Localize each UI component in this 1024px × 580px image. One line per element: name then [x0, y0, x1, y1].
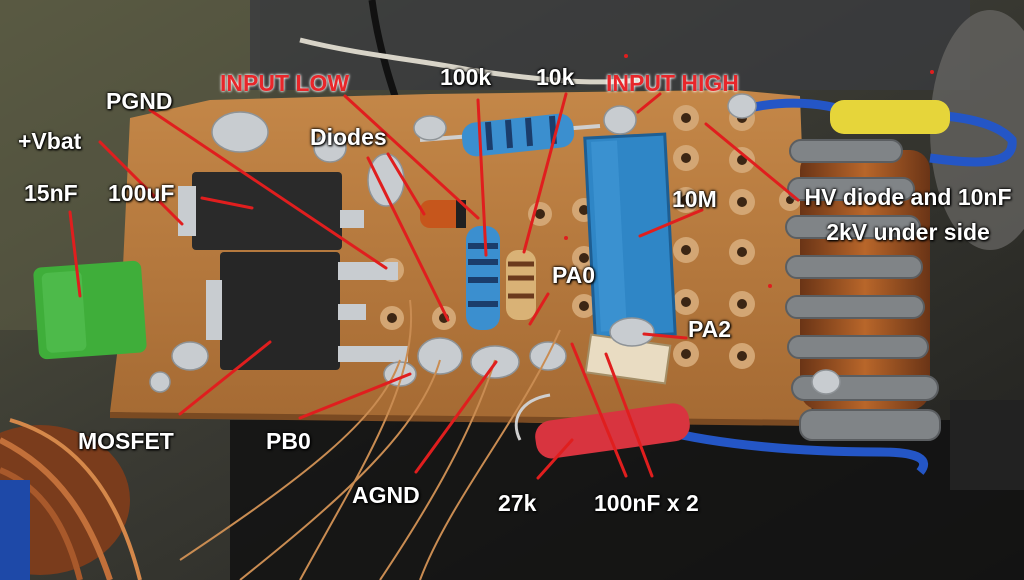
label-10k: 10k: [536, 64, 575, 90]
label-10m: 10M: [672, 186, 717, 212]
label-pa0: PA0: [552, 262, 596, 288]
transistor-top: [178, 172, 364, 250]
label-pgnd: PGND: [106, 88, 173, 114]
label-100k: 100k: [440, 64, 492, 90]
perfboard-holes: [380, 105, 801, 369]
red-specks: [564, 54, 934, 288]
label-vbat: +Vbat: [18, 128, 82, 154]
annotation-lines: [68, 92, 800, 480]
resistor-27k-lead: [514, 393, 551, 441]
label-pa2: PA2: [688, 316, 732, 342]
label-hv-diode: HV diode and 10nF 2kV under side: [804, 184, 1012, 245]
label-100uf: 100uF: [108, 180, 175, 206]
label-diodes: Diodes: [310, 124, 387, 150]
label-input-low: INPUT LOW: [220, 70, 350, 96]
label-100nf: 100nF x 2: [594, 490, 699, 516]
label-input-high: INPUT HIGH: [606, 70, 739, 96]
label-27k: 27k: [498, 490, 537, 516]
enameled-wires: [179, 299, 561, 580]
resistor-vertical-blue: [466, 226, 500, 330]
blue-wire-bottom: [658, 425, 929, 475]
red-heatshrink-resistor: [535, 403, 690, 459]
label-pb0: PB0: [266, 428, 311, 454]
capacitor-15nf: [33, 260, 147, 360]
label-agnd: AGND: [352, 482, 420, 508]
resistor-100k: [419, 113, 601, 157]
label-mosfet: MOSFET: [78, 428, 174, 454]
hv-transformer-coil: [785, 139, 1024, 490]
trimmer-10m: [583, 132, 677, 340]
resistor-10k: [506, 250, 536, 320]
copper-wire-bundle: [0, 418, 142, 580]
yellow-sleeve: [830, 100, 950, 134]
white-wire: [299, 37, 641, 85]
diode: [420, 200, 466, 228]
label-15nf: 15nF: [24, 180, 78, 206]
